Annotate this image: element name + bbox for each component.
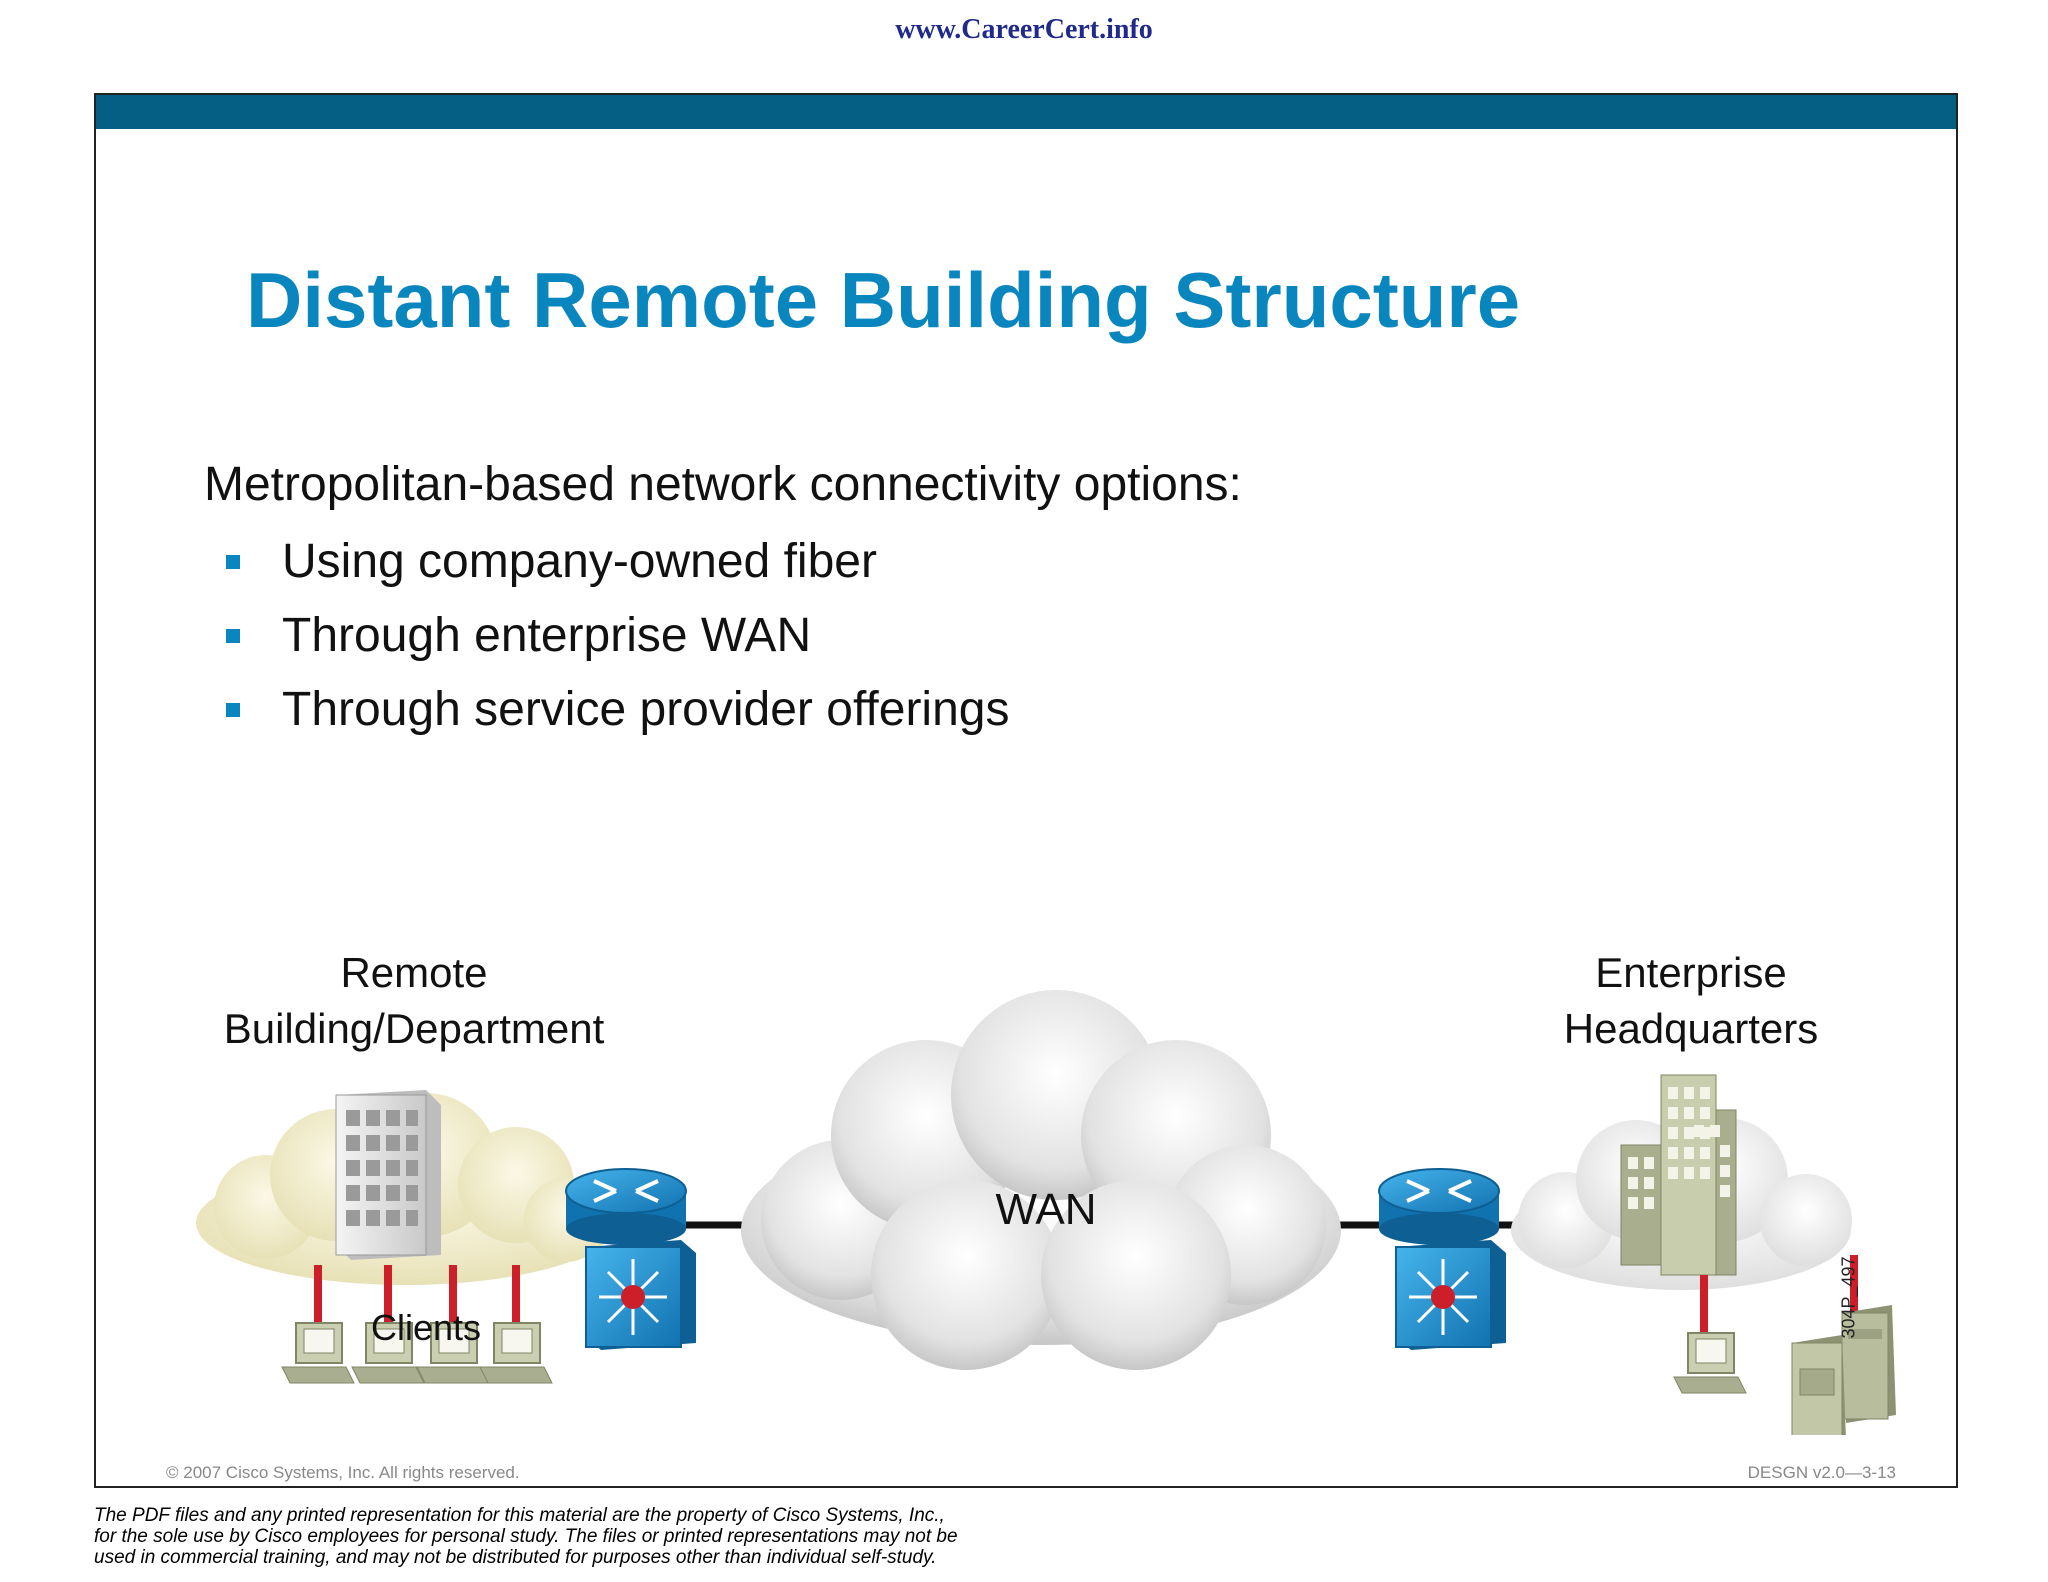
hq-label-line: Enterprise — [1595, 949, 1787, 996]
client-links — [314, 1265, 520, 1325]
bullet-item: Through service provider offerings — [226, 673, 1009, 747]
remote-label-line: Remote — [340, 949, 488, 996]
disclaimer-line: for the sole use by Cisco employees for … — [94, 1526, 958, 1547]
disclaimer-line: used in commercial training, and may not… — [94, 1547, 937, 1568]
remote-building-icon — [335, 1090, 441, 1260]
figure-code: 304P_497 — [1838, 1256, 1859, 1339]
remote-switch-icon — [585, 1240, 696, 1350]
network-diagram: Remote Building/Department Enterprise He… — [96, 835, 1956, 1435]
site-link[interactable]: www.CareerCert.info — [895, 14, 1153, 45]
disclaimer: The PDF files and any printed representa… — [94, 1505, 958, 1568]
hq-server-icon — [1791, 1335, 1846, 1435]
slide-title: Distant Remote Building Structure — [246, 256, 1521, 344]
hq-server-icon — [1841, 1305, 1896, 1423]
hq-links — [1700, 1255, 1858, 1335]
wan-label: WAN — [995, 1185, 1097, 1234]
hq-building-icon — [1620, 1074, 1737, 1276]
client-pc-icon — [281, 1322, 355, 1384]
slide: Distant Remote Building Structure Metrop… — [94, 93, 1958, 1488]
hq-label: Enterprise Headquarters — [1506, 945, 1876, 1057]
wan-cloud — [741, 990, 1341, 1370]
remote-router-icon — [565, 1168, 687, 1245]
hq-router-icon — [1378, 1168, 1500, 1245]
diagram-graphics — [196, 990, 1896, 1435]
hq-pc-icon — [1673, 1332, 1747, 1394]
hq-switch-icon — [1395, 1240, 1506, 1350]
remote-label-line: Building/Department — [223, 1005, 605, 1052]
bullet-list: Using company-owned fiber Through enterp… — [226, 525, 1009, 747]
remote-building-label: Remote Building/Department — [204, 945, 624, 1057]
bullet-item: Through enterprise WAN — [226, 599, 1009, 673]
client-pc-icon — [479, 1322, 553, 1384]
hq-label-line: Headquarters — [1563, 1005, 1819, 1052]
slide-id: DESGN v2.0—3-13 — [1747, 1463, 1896, 1482]
bullet-item: Using company-owned fiber — [226, 525, 1009, 599]
clients-label: Clients — [370, 1307, 482, 1348]
slide-intro: Metropolitan-based network connectivity … — [204, 458, 1242, 511]
slide-top-bar — [96, 95, 1956, 129]
disclaimer-line: The PDF files and any printed representa… — [94, 1505, 945, 1526]
client-pc-icon — [416, 1322, 490, 1384]
copyright-notice: © 2007 Cisco Systems, Inc. All rights re… — [166, 1463, 520, 1482]
client-pc-icon — [351, 1322, 425, 1384]
